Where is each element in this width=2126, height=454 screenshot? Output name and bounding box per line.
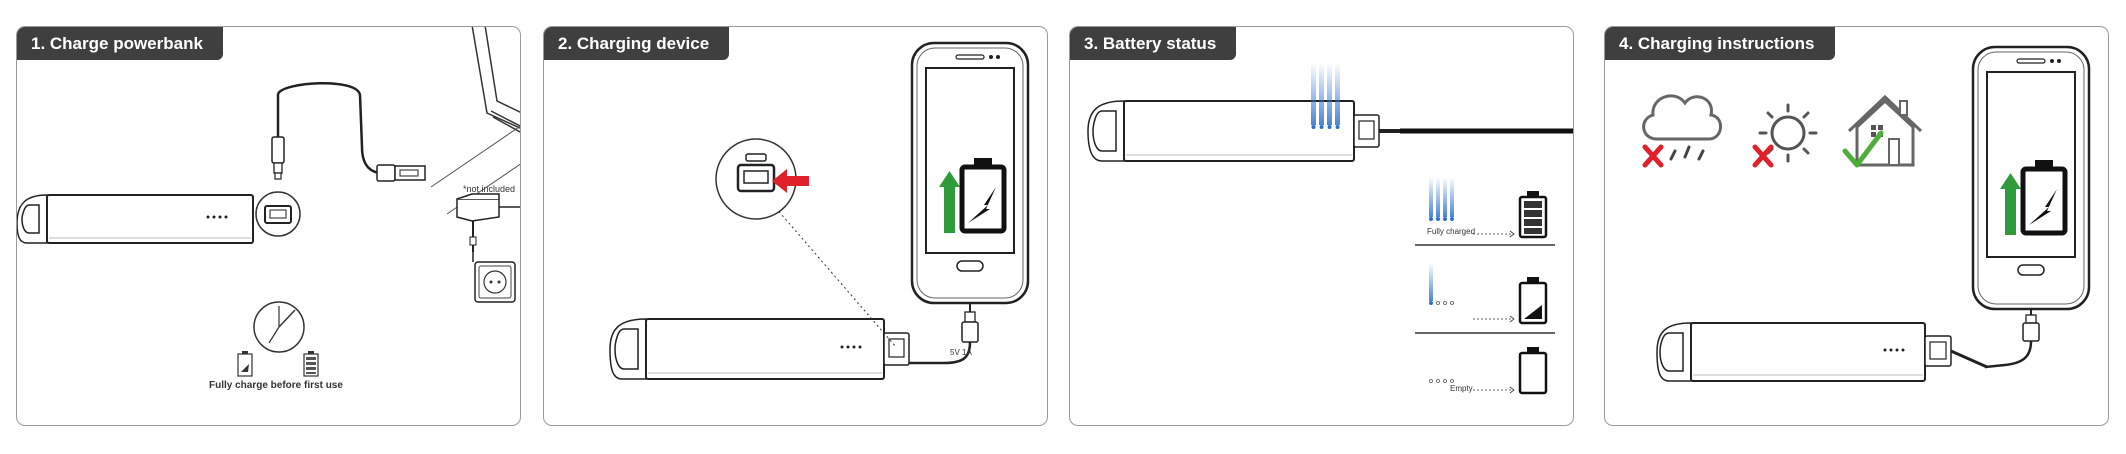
panel-title: 4. Charging instructions (1605, 27, 1835, 60)
usb-plug-icon (377, 165, 425, 181)
battery-icon (304, 351, 318, 376)
empty-label: Empty (1450, 384, 1473, 393)
micro-usb-plug-icon (2023, 315, 2039, 341)
first-use-label: Fully charge before first use (209, 380, 343, 391)
diagram-charging-instructions (1605, 27, 2109, 426)
panel-battery-status: 3. Battery status Fully charged Empty (1069, 26, 1574, 426)
clock-icon (254, 302, 304, 352)
micro-usb-plug-icon (962, 312, 978, 342)
cloud-rain-icon (1644, 96, 1721, 159)
battery-icon (962, 158, 1004, 231)
battery-icon (1520, 347, 1546, 393)
panel-title: 3. Battery status (1070, 27, 1236, 60)
battery-icon (238, 351, 252, 376)
panel-title: 2. Charging device (544, 27, 729, 60)
battery-icon (1520, 277, 1546, 323)
panel-title: 1. Charge powerbank (17, 27, 223, 60)
battery-icon (2023, 160, 2065, 233)
micro-usb-plug-icon (272, 137, 284, 179)
wall-adapter-icon (457, 194, 521, 262)
powerbank-icon (1088, 101, 1400, 161)
cross-icon (1755, 147, 1771, 165)
output-spec-label: 5V 1A (950, 348, 972, 357)
diagram-charge-powerbank (17, 27, 521, 426)
powerbank-icon (1657, 323, 1987, 381)
powerbank-icon (610, 319, 909, 379)
panel-charge-powerbank: 1. Charge powerbank *not included Fully … (16, 26, 521, 426)
diagram-battery-status (1070, 27, 1574, 426)
panel-charging-instructions: 4. Charging instructions (1604, 26, 2109, 426)
not-included-label: *not included (463, 184, 515, 194)
panel-charging-device: 2. Charging device 5V 1A (543, 26, 1048, 426)
wall-socket-icon (475, 262, 515, 302)
battery-icon (1520, 191, 1546, 237)
laptop-icon (472, 27, 521, 133)
powerbank-icon (17, 195, 253, 243)
fully-charged-label: Fully charged (1427, 227, 1475, 236)
cross-icon (1645, 147, 1661, 165)
house-icon (1849, 97, 1921, 165)
diagram-charging-device (544, 27, 1048, 426)
led-indicator (1429, 177, 1454, 221)
led-indicator (1430, 380, 1454, 383)
led-indicator (1429, 263, 1454, 305)
